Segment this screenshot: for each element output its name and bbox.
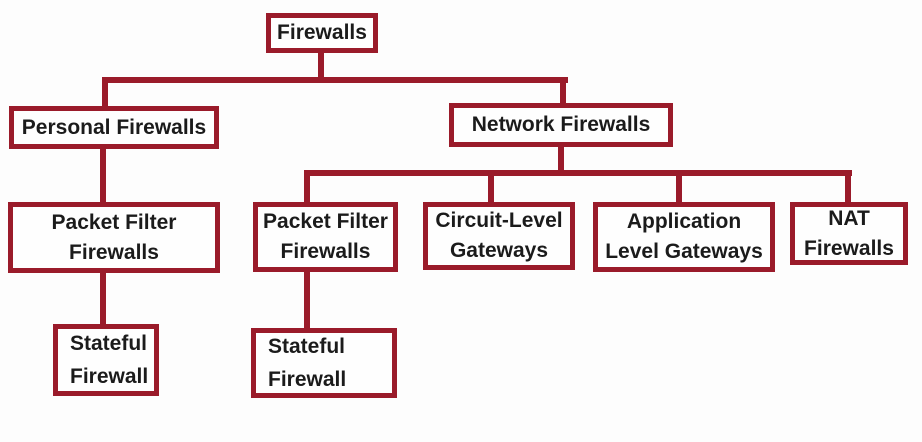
connector-to-network bbox=[560, 79, 566, 107]
connector-to-nat bbox=[845, 173, 851, 205]
node-label-line2: Firewalls bbox=[804, 236, 894, 260]
node-application-level-gateways: Application Level Gateways bbox=[593, 202, 775, 272]
node-label-line1: Packet Filter bbox=[263, 210, 388, 233]
node-label-line2: Gateways bbox=[449, 239, 549, 262]
connector-packet-to-stateful bbox=[100, 269, 106, 328]
node-circuit-level-gateways: Circuit-Level Gateways bbox=[423, 202, 575, 270]
connector-packetright-stateful bbox=[304, 269, 310, 332]
connector-to-application bbox=[676, 173, 682, 205]
connector-to-personal bbox=[102, 79, 108, 110]
connector-to-packet-right bbox=[304, 173, 310, 205]
node-network-firewalls: Network Firewalls bbox=[449, 103, 673, 147]
node-stateful-firewall-network: Stateful Firewall bbox=[251, 328, 397, 398]
node-label-line1: Application bbox=[626, 210, 742, 233]
connector-firewalls-down bbox=[318, 50, 324, 82]
node-label: Firewalls bbox=[277, 21, 367, 44]
node-label-line1: Circuit-Level bbox=[435, 209, 563, 232]
node-label-line1: Stateful bbox=[70, 332, 148, 355]
node-packet-filter-firewalls-network: Packet Filter Firewalls bbox=[253, 202, 398, 272]
node-label: Network Firewalls bbox=[471, 113, 651, 136]
node-personal-firewalls: Personal Firewalls bbox=[9, 106, 219, 149]
node-label-line1: Packet Filter bbox=[51, 210, 177, 234]
node-label: Personal Firewalls bbox=[21, 115, 207, 139]
node-firewalls: Firewalls bbox=[266, 13, 378, 53]
node-label-line2: Level Gateways bbox=[605, 240, 763, 263]
node-label-line2: Firewalls bbox=[69, 240, 159, 264]
node-label-line2: Firewall bbox=[268, 368, 347, 391]
connector-level2-horizontal bbox=[304, 170, 852, 176]
node-label-line1: Stateful bbox=[268, 335, 346, 358]
node-label-line2: Firewall bbox=[70, 365, 149, 388]
node-stateful-firewall-personal: Stateful Firewall bbox=[53, 324, 159, 396]
node-label-line1: NAT bbox=[828, 206, 870, 230]
connector-to-circuit bbox=[488, 173, 494, 205]
connector-network-down bbox=[558, 144, 564, 174]
node-label-line2: Firewalls bbox=[280, 240, 371, 263]
connector-level1-horizontal bbox=[102, 77, 568, 83]
node-packet-filter-firewalls-personal: Packet Filter Firewalls bbox=[8, 202, 220, 273]
connector-personal-to-packet bbox=[100, 145, 106, 206]
node-nat-firewalls: NAT Firewalls bbox=[790, 202, 908, 265]
